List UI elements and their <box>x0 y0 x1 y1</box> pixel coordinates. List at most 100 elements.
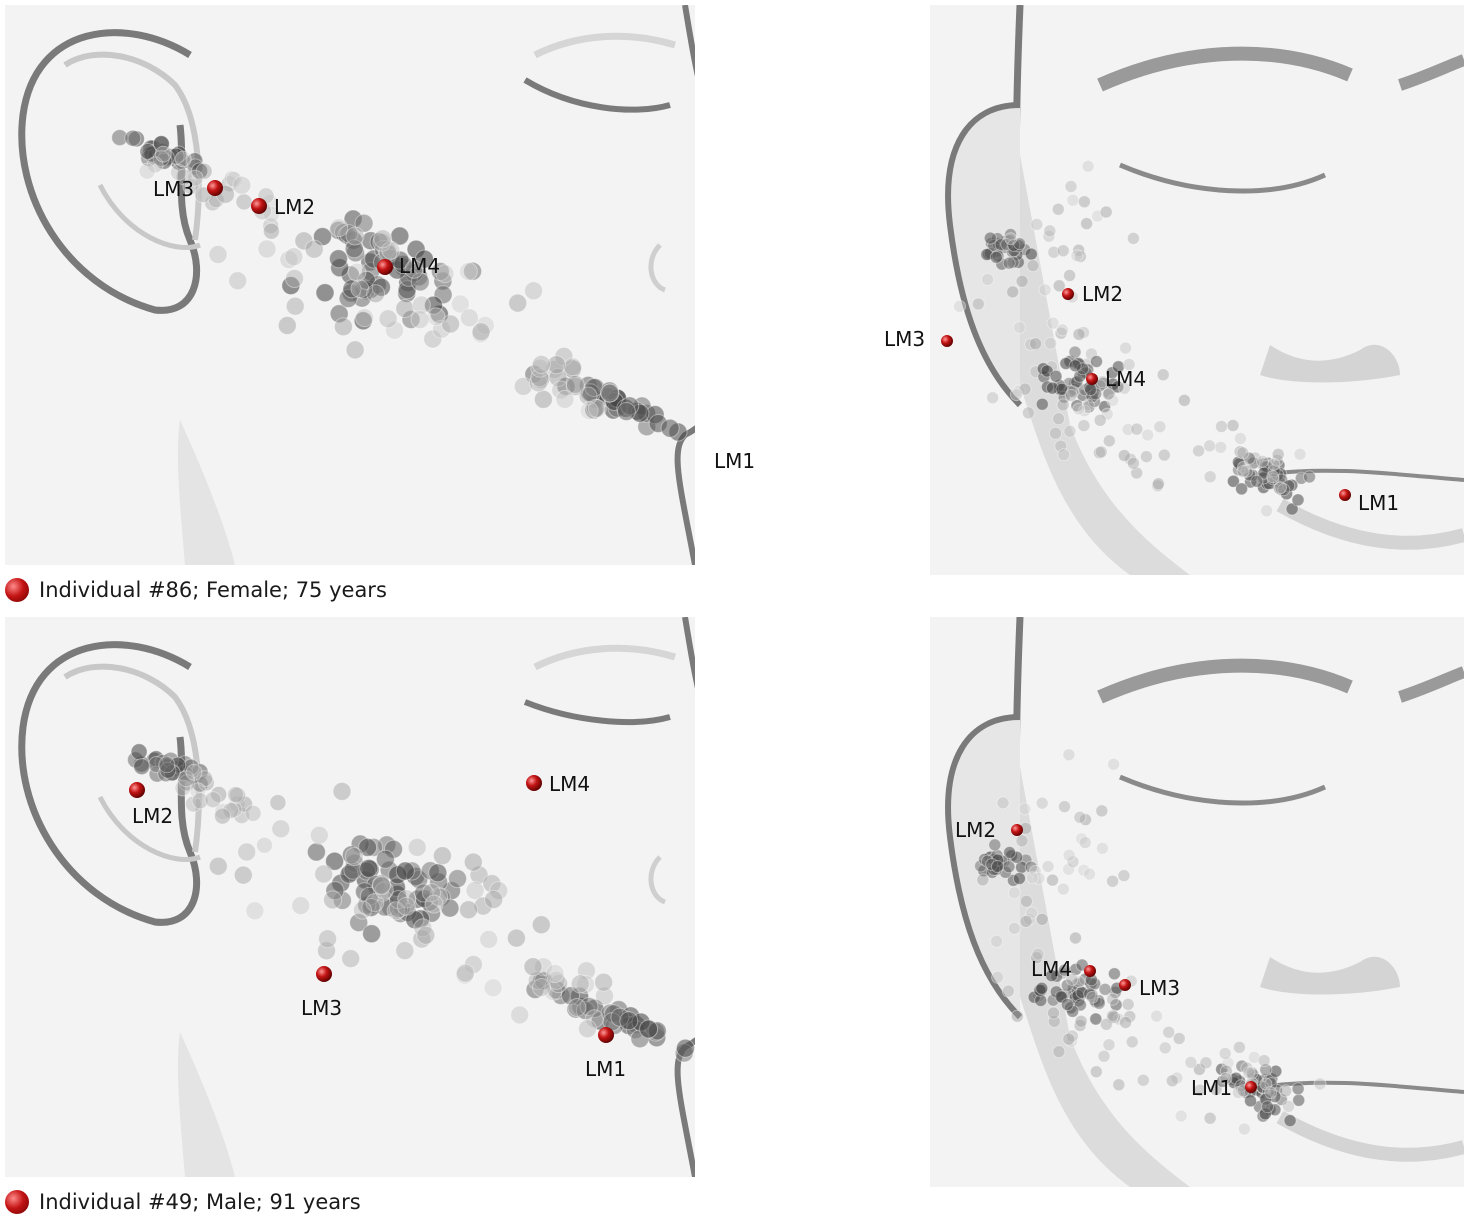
population-sphere <box>362 924 382 944</box>
population-sphere <box>1022 912 1036 926</box>
population-sphere <box>1029 337 1042 351</box>
population-sphere <box>1077 195 1091 209</box>
landmark-lm1 <box>598 1027 614 1043</box>
population-sphere <box>1095 841 1109 855</box>
population-sphere <box>228 271 248 291</box>
population-sphere <box>1119 1016 1133 1029</box>
label-lm1: LM1 <box>714 449 755 473</box>
landmark-lm4 <box>1084 965 1096 977</box>
population-sphere <box>1098 982 1112 996</box>
population-sphere <box>317 941 336 961</box>
population-sphere <box>318 929 338 949</box>
population-sphere <box>1106 874 1120 888</box>
landmark-lm3 <box>941 335 953 347</box>
population-sphere <box>1112 1012 1126 1026</box>
population-sphere <box>232 175 252 195</box>
population-sphere <box>1035 912 1049 926</box>
population-sphere <box>1057 448 1071 462</box>
population-sphere <box>1015 274 1029 288</box>
population-sphere <box>1119 341 1133 355</box>
population-sphere <box>1072 402 1086 416</box>
population-sphere <box>986 391 1000 405</box>
population-sphere <box>1077 404 1091 418</box>
population-sphere <box>342 279 362 299</box>
population-sphere <box>1203 470 1217 484</box>
population-sphere <box>563 357 583 377</box>
population-sphere <box>1051 202 1065 216</box>
population-sphere <box>175 168 193 186</box>
population-sphere <box>1215 420 1228 433</box>
population-sphere <box>1130 466 1144 480</box>
population-sphere <box>1209 1083 1223 1096</box>
population-sphere <box>953 299 966 313</box>
population-sphere <box>349 913 369 933</box>
population-sphere <box>441 314 460 334</box>
population-sphere <box>1214 440 1228 454</box>
population-sphere <box>350 279 370 299</box>
population-sphere <box>458 262 478 281</box>
population-sphere <box>233 865 253 885</box>
population-sphere <box>1066 385 1080 399</box>
profile-view-individual-86: LM3 LM2 LM4 <box>5 5 695 565</box>
population-sphere <box>1177 393 1191 407</box>
label-lm1: LM1 <box>1191 1076 1232 1100</box>
population-sphere <box>528 373 548 393</box>
population-sphere <box>530 368 550 388</box>
label-lm3-holder: LM3 <box>884 327 925 351</box>
population-sphere <box>565 374 585 394</box>
population-sphere <box>1072 327 1086 341</box>
population-sphere <box>1064 180 1078 193</box>
population-sphere <box>1065 1029 1079 1043</box>
population-sphere <box>146 156 164 174</box>
population-sphere <box>1094 445 1108 459</box>
population-sphere <box>1056 398 1070 412</box>
population-sphere <box>1093 413 1107 427</box>
population-sphere <box>341 845 361 865</box>
population-sphere <box>1060 998 1074 1011</box>
population-sphere <box>561 986 580 1006</box>
population-sphere <box>459 900 478 920</box>
population-sphere <box>1102 1038 1116 1052</box>
red-landmark-legend-icon <box>5 1190 29 1214</box>
population-sphere <box>1024 860 1038 874</box>
population-sphere <box>1237 1122 1251 1136</box>
population-sphere <box>245 901 265 921</box>
population-sphere <box>414 883 434 903</box>
population-sphere <box>563 359 582 379</box>
population-sphere <box>208 856 228 876</box>
population-sphere <box>178 774 196 792</box>
population-sphere <box>1172 1032 1186 1045</box>
population-sphere <box>1066 855 1080 869</box>
population-sphere <box>1047 1014 1061 1028</box>
population-sphere <box>1045 969 1059 983</box>
population-sphere <box>389 890 408 910</box>
population-sphere <box>1035 981 1049 995</box>
population-sphere <box>551 380 571 400</box>
population-sphere <box>1047 1006 1060 1020</box>
population-sphere <box>353 900 372 920</box>
population-sphere <box>416 925 436 945</box>
population-sphere <box>1291 493 1305 507</box>
population-sphere <box>1126 456 1140 470</box>
population-sphere <box>1091 209 1104 223</box>
population-sphere <box>545 964 565 983</box>
population-sphere <box>228 795 246 813</box>
landmark-lm1 <box>1245 1081 1257 1093</box>
population-sphere <box>1058 800 1071 814</box>
population-sphere <box>426 307 446 327</box>
population-sphere <box>1049 426 1062 440</box>
population-sphere <box>1151 479 1165 493</box>
population-sphere <box>1097 1049 1111 1063</box>
population-sphere <box>381 240 401 260</box>
population-sphere <box>294 231 314 251</box>
landmark-lm3 <box>1119 979 1131 991</box>
population-sphere <box>359 858 379 878</box>
population-sphere <box>229 786 247 804</box>
population-sphere <box>1090 355 1103 368</box>
profile-view-individual-49: LM2 LM4 LM3 LM1 <box>5 617 695 1177</box>
population-sphere <box>1313 1077 1327 1091</box>
population-sphere <box>284 247 304 267</box>
population-sphere <box>204 791 222 809</box>
population-sphere <box>1092 996 1106 1010</box>
population-sphere <box>479 929 499 949</box>
